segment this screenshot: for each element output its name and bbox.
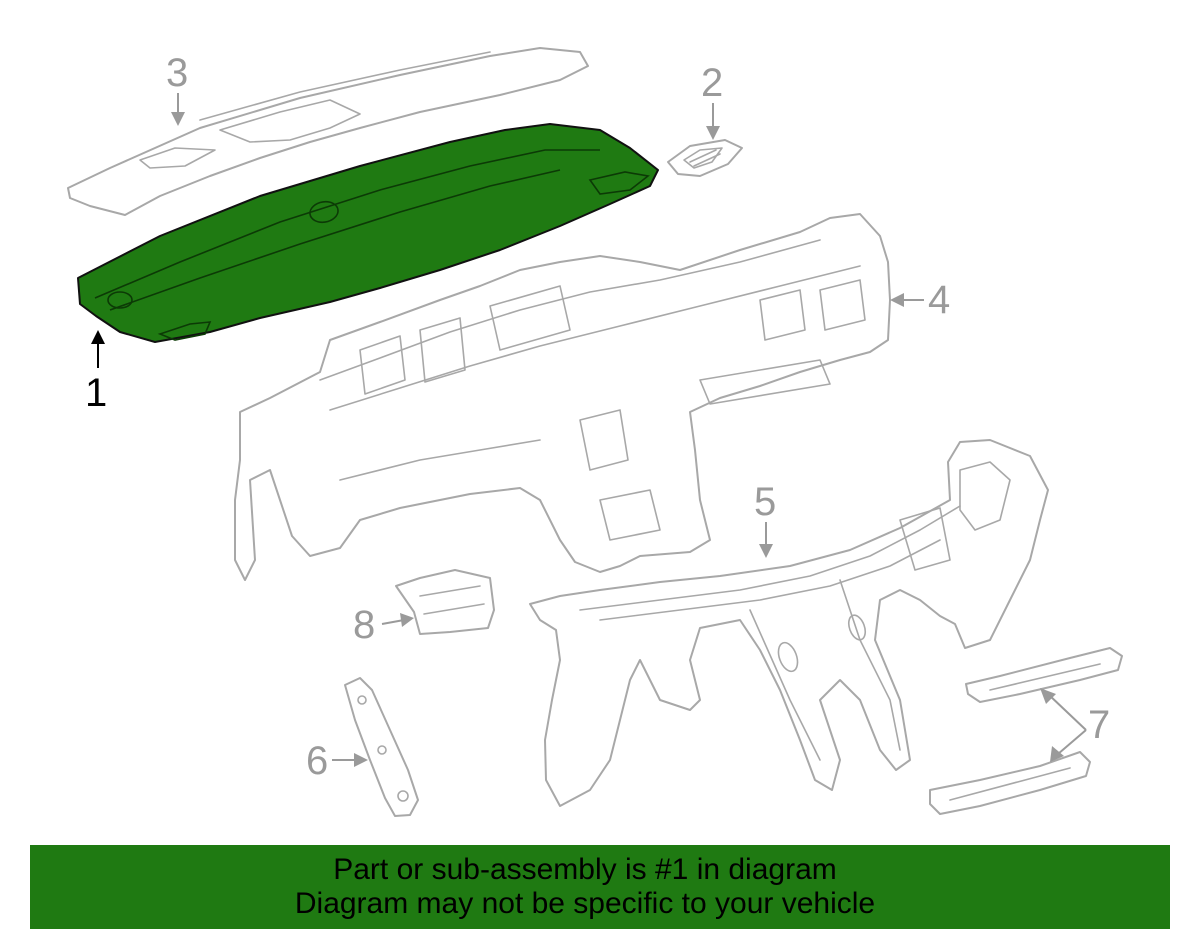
part-8-bracket[interactable] <box>395 569 495 635</box>
part-6-brace[interactable] <box>344 677 419 817</box>
parts-diagram: 1 2 3 4 5 6 7 8 <box>67 47 1123 817</box>
leaders <box>91 93 1087 767</box>
part-7-bracket-lower[interactable] <box>929 751 1091 815</box>
notice-banner: Part or sub-assembly is #1 in diagram Di… <box>30 845 1170 929</box>
callout-4[interactable]: 4 <box>928 278 950 322</box>
part-7-bracket-upper[interactable] <box>965 647 1123 703</box>
callout-6[interactable]: 6 <box>306 739 328 783</box>
callout-8[interactable]: 8 <box>353 603 375 647</box>
callout-2[interactable]: 2 <box>701 61 723 105</box>
part-1-instrument-panel[interactable] <box>77 123 659 343</box>
callout-5[interactable]: 5 <box>754 480 776 524</box>
callout-3[interactable]: 3 <box>166 51 188 95</box>
callout-1[interactable]: 1 <box>85 371 107 415</box>
banner-line-2: Diagram may not be specific to your vehi… <box>294 887 876 920</box>
part-3-upper-trim[interactable] <box>67 47 589 216</box>
part-4-carrier[interactable] <box>234 213 891 581</box>
callout-7[interactable]: 7 <box>1088 703 1110 747</box>
part-2-vent[interactable] <box>667 139 743 177</box>
banner-line-1: Part or sub-assembly is #1 in diagram <box>333 853 837 886</box>
part-5-cross-car-beam[interactable] <box>529 439 1049 807</box>
